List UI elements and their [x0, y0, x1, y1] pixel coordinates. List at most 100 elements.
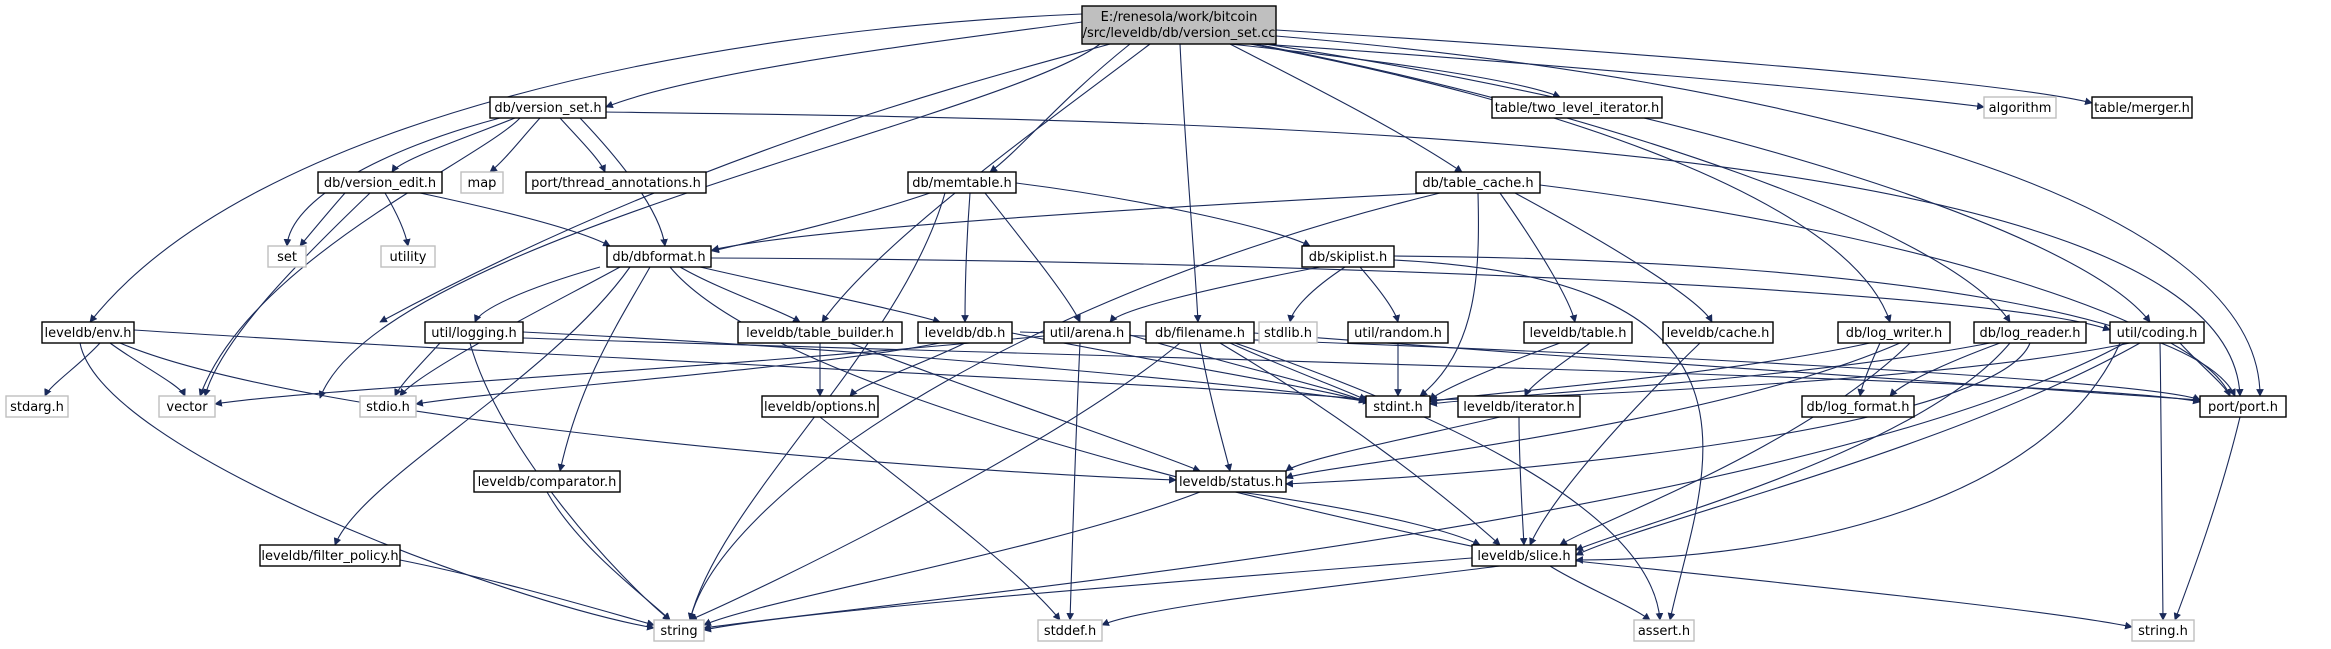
- node-label: stddef.h: [1044, 624, 1096, 639]
- dependency-edge: [2173, 416, 2241, 621]
- node-label: util/logging.h: [431, 326, 516, 341]
- dependency-edge: [1275, 29, 2093, 106]
- node-stdarg-h[interactable]: stdarg.h: [5, 395, 69, 418]
- dependency-edge: [214, 335, 1045, 407]
- dependency-edge: [1259, 43, 1985, 110]
- node-label: string.h: [2138, 624, 2188, 639]
- node-label: leveldb/slice.h: [1477, 549, 1570, 564]
- dependency-edge: [557, 266, 651, 472]
- dependency-edge: [605, 21, 1083, 109]
- node-arena-h[interactable]: util/arena.h: [1043, 321, 1131, 344]
- dependency-edge: [1264, 43, 2151, 323]
- dependency-edge: [1179, 43, 1202, 323]
- node-slice-h[interactable]: leveldb/slice.h: [1471, 544, 1577, 567]
- dependency-edge: [1199, 342, 1233, 472]
- node-log-format-h[interactable]: db/log_format.h: [1801, 395, 1915, 418]
- dependency-edge: [1393, 255, 2236, 397]
- dependency-edge: [1101, 565, 1501, 626]
- node-label: leveldb/comparator.h: [478, 475, 617, 490]
- dependency-edge: [703, 342, 2126, 631]
- node-port-h[interactable]: port/port.h: [2199, 395, 2287, 418]
- dependency-edge: [2179, 342, 2231, 397]
- dependency-edge: [1514, 192, 1713, 323]
- node-stddef-h[interactable]: stddef.h: [1037, 619, 1103, 642]
- dependency-edge: [703, 557, 1473, 633]
- node-dbformat-h[interactable]: db/dbformat.h: [606, 245, 712, 268]
- dependency-edge: [1229, 342, 1367, 401]
- dependency-edge: [1229, 43, 1463, 173]
- dependency-edge: [1066, 342, 1081, 621]
- node-options-h[interactable]: leveldb/options.h: [761, 395, 879, 418]
- node-table-builder-h[interactable]: leveldb/table_builder.h: [737, 321, 903, 344]
- node-label: db/log_format.h: [1807, 400, 1910, 415]
- node-assert-h[interactable]: assert.h: [1633, 619, 1695, 642]
- node-random-h[interactable]: util/random.h: [1347, 321, 1449, 344]
- dependency-edge: [1109, 266, 1321, 323]
- node-label: port/thread_annotations.h: [531, 176, 701, 191]
- dependency-edge: [474, 266, 601, 323]
- dependency-edge: [710, 257, 2111, 332]
- node-filename-h[interactable]: db/filename.h: [1145, 321, 1255, 344]
- node-table-h[interactable]: leveldb/table.h: [1523, 321, 1633, 344]
- node-comparator-h[interactable]: leveldb/comparator.h: [473, 470, 621, 493]
- node-label: leveldb/iterator.h: [1463, 400, 1574, 415]
- dependency-edge: [1285, 416, 1501, 472]
- node-label: table/merger.h: [2094, 101, 2190, 116]
- node-label: leveldb/table_builder.h: [746, 326, 894, 341]
- node-iterator-h[interactable]: leveldb/iterator.h: [1457, 395, 1581, 418]
- dependency-edge: [546, 491, 671, 621]
- node-stdint-h[interactable]: stdint.h: [1365, 395, 1431, 418]
- node-log-reader-h[interactable]: db/log_reader.h: [1973, 321, 2087, 344]
- node-stdlib-h[interactable]: stdlib.h: [1258, 321, 1318, 344]
- node-log-writer-h[interactable]: db/log_writer.h: [1837, 321, 1951, 344]
- node-label: util/arena.h: [1050, 326, 1125, 341]
- root-node-version-set-cc[interactable]: E:/renesola/work/bitcoin /src/leveldb/db…: [1081, 5, 1277, 45]
- node-label: db/dbformat.h: [612, 250, 705, 265]
- node-thread-annotations-h[interactable]: port/thread_annotations.h: [525, 171, 707, 194]
- node-logging-h[interactable]: util/logging.h: [424, 321, 524, 344]
- node-table-cache-h[interactable]: db/table_cache.h: [1415, 171, 1541, 194]
- dependency-edge: [1529, 342, 1701, 546]
- node-label: db/skiplist.h: [1309, 250, 1388, 265]
- node-utility[interactable]: utility: [380, 245, 436, 268]
- node-label: leveldb/table.h: [1529, 326, 1626, 341]
- node-db-h[interactable]: leveldb/db.h: [917, 321, 1013, 344]
- dependency-edge: [1275, 35, 2264, 397]
- node-stdio-h[interactable]: stdio.h: [359, 395, 417, 418]
- node-string[interactable]: string: [653, 619, 705, 642]
- dependency-edge: [989, 43, 1131, 173]
- dependency-edge: [689, 342, 1181, 621]
- node-skiplist-h[interactable]: db/skiplist.h: [1301, 245, 1395, 268]
- dependency-edge: [1285, 342, 2031, 488]
- node-vector[interactable]: vector: [158, 395, 216, 418]
- dependency-edge: [1575, 560, 2133, 630]
- node-two-level-iterator-h[interactable]: table/two_level_iterator.h: [1491, 96, 1663, 119]
- node-algorithm[interactable]: algorithm: [1983, 96, 2057, 119]
- node-set[interactable]: set: [267, 245, 307, 268]
- node-label: set: [277, 250, 297, 265]
- node-status-h[interactable]: leveldb/status.h: [1175, 470, 1287, 493]
- dependency-edge: [384, 192, 411, 247]
- node-memtable-h[interactable]: db/memtable.h: [907, 171, 1017, 194]
- node-env-h[interactable]: leveldb/env.h: [41, 321, 135, 344]
- dependency-edge: [819, 416, 1061, 621]
- node-filter-policy-h[interactable]: leveldb/filter_policy.h: [259, 544, 401, 567]
- node-string-h[interactable]: string.h: [2131, 619, 2195, 642]
- node-map[interactable]: map: [460, 171, 504, 194]
- dependency-edge: [849, 342, 966, 397]
- node-version-edit-h[interactable]: db/version_edit.h: [317, 171, 443, 194]
- node-merger-h[interactable]: table/merger.h: [2091, 96, 2193, 119]
- dependency-edge: [89, 13, 1083, 323]
- node-label: util/random.h: [1354, 326, 1442, 341]
- node-coding-h[interactable]: util/coding.h: [2109, 321, 2205, 344]
- dependency-edges: [44, 13, 2264, 633]
- node-cache-h[interactable]: leveldb/cache.h: [1662, 321, 1774, 344]
- dependency-edge: [1518, 416, 1528, 546]
- graph-nodes: E:/renesola/work/bitcoin /src/leveldb/db…: [5, 5, 2287, 642]
- node-label: leveldb/cache.h: [1667, 326, 1770, 341]
- node-label: leveldb/options.h: [764, 400, 876, 415]
- node-version-set-h[interactable]: db/version_set.h: [489, 96, 607, 119]
- dependency-edge: [687, 192, 946, 621]
- dependency-edge: [1429, 342, 1871, 404]
